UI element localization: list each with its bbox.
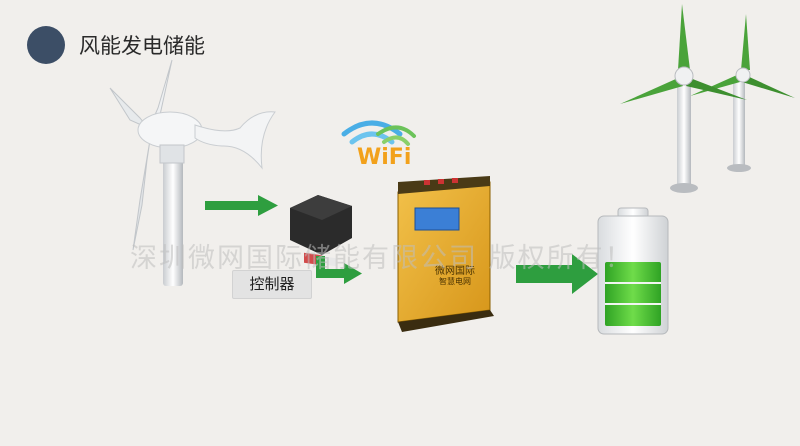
controller-label: 控制器: [232, 270, 312, 299]
arrow-controller-to-inverter: [316, 256, 362, 284]
arrow-turbine-to-controller: [205, 195, 278, 216]
header-icon-badge: [27, 26, 65, 64]
large-wind-turbines-icon: [620, 4, 795, 193]
page-title: 风能发电储能: [79, 34, 205, 58]
wifi-icon: [341, 120, 416, 146]
inverter-device-icon: [397, 176, 494, 332]
watermark-text: 深圳微网国际储能有限公司 版权所有！: [130, 243, 634, 274]
inverter-label-line2: 智慧电网: [439, 277, 471, 286]
inverter-label-line1: 微网国际: [435, 266, 475, 277]
battery-icon: [597, 207, 669, 335]
small-wind-turbine-icon: [109, 59, 276, 286]
arrow-inverter-to-battery: [516, 254, 598, 294]
